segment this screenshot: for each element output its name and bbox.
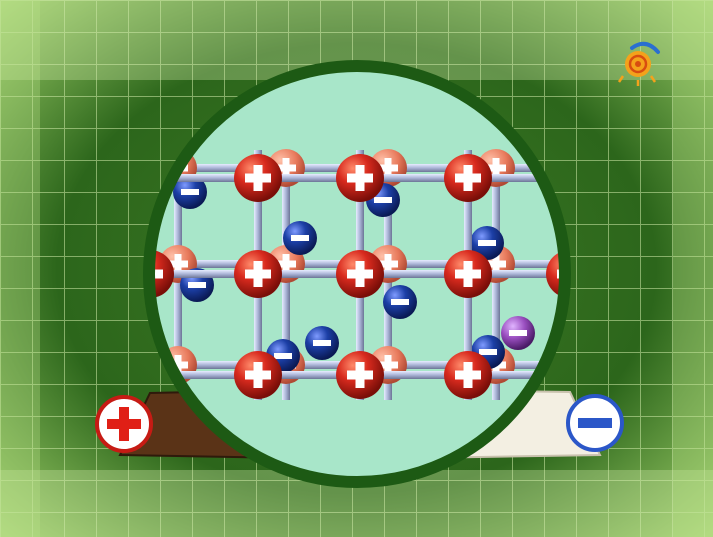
electron — [305, 326, 339, 360]
positive-ion — [444, 250, 492, 298]
positive-ion — [234, 250, 282, 298]
positive-ion — [336, 351, 384, 399]
negative-terminal — [568, 396, 622, 450]
positive-ion — [336, 250, 384, 298]
electron — [383, 285, 417, 319]
stray-ion — [501, 316, 535, 350]
positive-ion — [444, 351, 492, 399]
positive-ion — [444, 154, 492, 202]
positive-ion — [234, 154, 282, 202]
positive-ion — [336, 154, 384, 202]
positive-ion — [234, 351, 282, 399]
positive-terminal — [97, 397, 151, 451]
electron — [283, 221, 317, 255]
